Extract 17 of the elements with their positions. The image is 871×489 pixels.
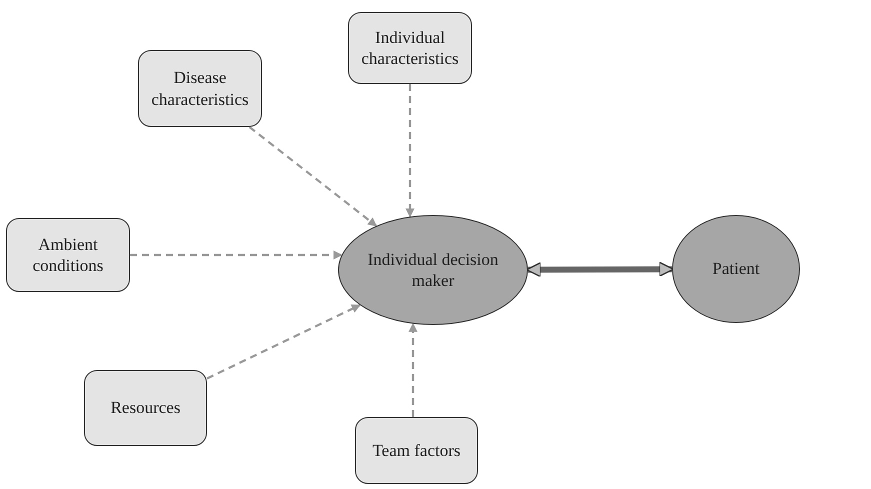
arrow bbox=[248, 126, 377, 227]
double-arrow bbox=[526, 262, 674, 278]
rounded-box bbox=[138, 50, 262, 127]
rounded-box bbox=[84, 370, 207, 446]
node-label: Ambient conditions bbox=[32, 234, 104, 276]
node-label: Team factors bbox=[371, 440, 462, 462]
rounded-box bbox=[348, 12, 472, 84]
node-label: Patient bbox=[711, 258, 761, 280]
arrow bbox=[406, 84, 414, 218]
arrow bbox=[130, 250, 342, 260]
rounded-box bbox=[6, 218, 130, 292]
node-label: Individual decision maker bbox=[366, 248, 500, 292]
node-label: Resources bbox=[110, 397, 182, 419]
node-label: Individual characteristics bbox=[360, 26, 460, 70]
node-label: Disease characteristics bbox=[150, 67, 250, 110]
rounded-box bbox=[355, 417, 478, 484]
arrow bbox=[206, 304, 361, 380]
